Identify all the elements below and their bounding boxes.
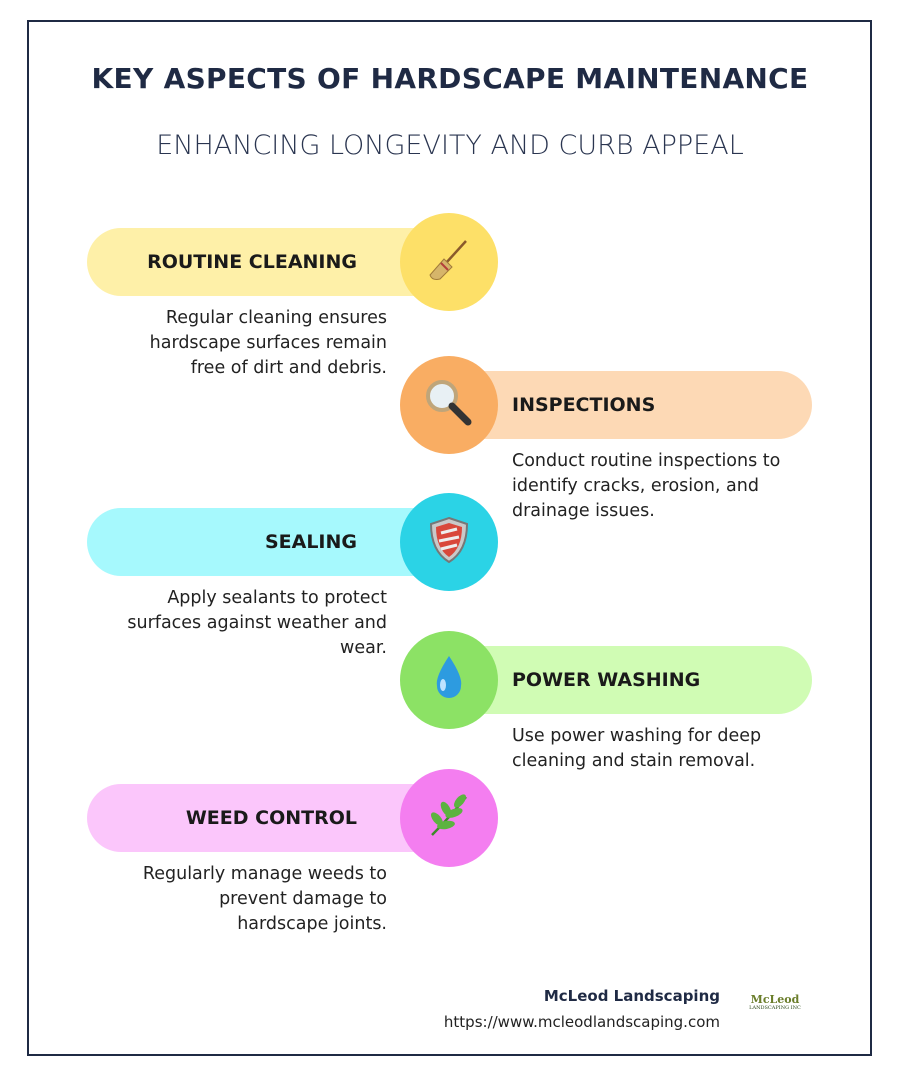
icon-circle: [400, 356, 498, 454]
page-title: KEY ASPECTS OF HARDSCAPE MAINTENANCE: [91, 62, 809, 95]
footer-brand: McLeod Landscaping: [543, 987, 720, 1005]
pill-sealing: SEALING: [87, 508, 467, 576]
item-label: INSPECTIONS: [512, 394, 656, 416]
herb-icon: [424, 791, 474, 845]
item-description: Apply sealants to protect surfaces again…: [127, 588, 387, 658]
footer-url[interactable]: https://www.mcleodlandscaping.com: [443, 1013, 720, 1031]
icon-circle: [400, 213, 498, 311]
water-drop-icon: [429, 653, 469, 707]
item-description: Conduct routine inspections to identify …: [512, 451, 781, 521]
infographic-frame: [27, 20, 872, 1056]
item-label: SEALING: [264, 531, 357, 553]
broom-icon: [424, 235, 474, 289]
item-description: Regular cleaning ensures hardscape surfa…: [149, 308, 387, 378]
item-description: Use power washing for deep cleaning and …: [512, 726, 762, 771]
item-description: Regularly manage weeds to prevent damage…: [142, 864, 387, 934]
icon-circle: [400, 631, 498, 729]
magnifying-glass-icon: [422, 376, 476, 434]
item-label: POWER WASHING: [512, 669, 701, 691]
icon-circle: [400, 769, 498, 867]
shield-icon: [427, 515, 471, 569]
item-label: ROUTINE CLEANING: [147, 251, 357, 273]
company-logo: McLeod LANDSCAPING INC: [749, 993, 801, 1011]
pill-power-washing: POWER WASHING: [430, 646, 812, 714]
icon-circle: [400, 493, 498, 591]
pill-inspections: INSPECTIONS: [430, 371, 812, 439]
item-label: WEED CONTROL: [185, 807, 357, 829]
page-subtitle: ENHANCING LONGEVITY AND CURB APPEAL: [156, 130, 744, 161]
